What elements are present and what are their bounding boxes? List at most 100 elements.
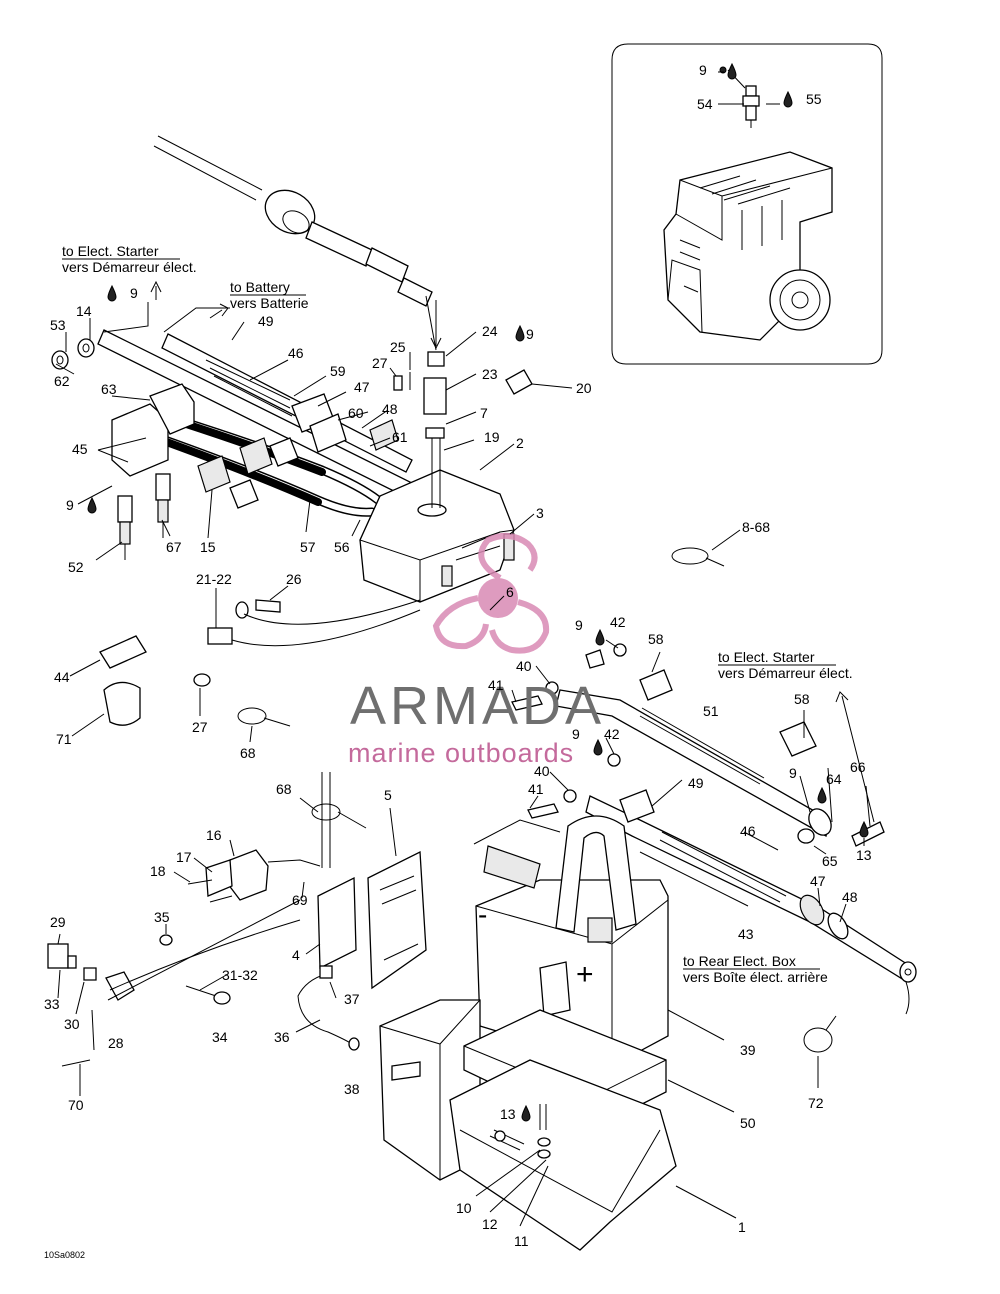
lubricant-drop-icon [817, 786, 827, 804]
callout-61: 61 [392, 429, 408, 445]
callout-54: 54 [697, 96, 713, 112]
callout-70: 70 [68, 1097, 84, 1113]
callout-23: 23 [482, 366, 498, 382]
callout-46: 46 [288, 345, 304, 361]
direction-arrows [150, 280, 910, 1015]
callout-3: 3 [536, 505, 544, 521]
lubricant-drop-icon [107, 284, 117, 302]
callout-4: 4 [292, 947, 300, 963]
callout-48: 48 [382, 401, 398, 417]
callout-9: 9 [130, 285, 138, 301]
callout-17: 17 [176, 849, 192, 865]
callout-13: 13 [856, 847, 872, 863]
callout-43: 43 [738, 926, 754, 942]
callout-26: 26 [286, 571, 302, 587]
callout-67: 67 [166, 539, 182, 555]
callout-51: 51 [703, 703, 719, 719]
note-rear-box-fr: vers Boîte élect. arrière [683, 969, 828, 985]
callout-69: 69 [292, 892, 308, 908]
watermark-logo [432, 532, 550, 654]
temperature-sensor [719, 66, 760, 128]
callout-12: 12 [482, 1216, 498, 1232]
cable-assembly-top [153, 135, 433, 307]
callout-34: 34 [212, 1029, 228, 1045]
callout-60: 60 [348, 405, 364, 421]
callout-52: 52 [68, 559, 84, 575]
callout-24: 24 [482, 323, 498, 339]
callout-25: 25 [390, 339, 406, 355]
callout-42: 42 [610, 614, 626, 630]
callout-53: 53 [50, 317, 66, 333]
callout-64: 64 [826, 771, 842, 787]
callout-11: 11 [514, 1233, 529, 1249]
mounting-bracket [311, 772, 427, 990]
terminal-nut-and-washer [51, 338, 95, 370]
relay-connector-parts [47, 899, 301, 1067]
callout-63: 63 [101, 381, 117, 397]
callout-49: 49 [258, 313, 274, 329]
callout-59: 59 [330, 363, 346, 379]
callout-29: 29 [50, 914, 66, 930]
note-elect-starter-right-fr: vers Démarreur élect. [718, 665, 853, 681]
note-battery-en: to Battery [230, 279, 290, 295]
spark-plugs [117, 473, 171, 560]
callout-28: 28 [108, 1035, 124, 1051]
callout-27: 27 [192, 719, 208, 735]
tray-hardware [489, 1104, 551, 1159]
callout-49: 49 [688, 775, 704, 791]
cable-ties-right [671, 547, 837, 1053]
callout-9: 9 [699, 62, 707, 78]
callout-21-22: 21-22 [196, 571, 232, 587]
callout-37: 37 [344, 991, 360, 1007]
callout-42: 42 [604, 726, 620, 742]
callout-30: 30 [64, 1016, 80, 1032]
callout-10: 10 [456, 1200, 472, 1216]
callout-41: 41 [488, 677, 504, 693]
lubricant-drop-icon [783, 90, 793, 108]
callout-27: 27 [372, 355, 388, 371]
callout-66: 66 [850, 759, 866, 775]
callout-46: 46 [740, 823, 756, 839]
callout-58: 58 [794, 691, 810, 707]
callout-58: 58 [648, 631, 664, 647]
callout-31-32: 31-32 [222, 967, 258, 983]
note-elect-starter-top-fr: vers Démarreur élect. [62, 259, 197, 275]
callout-15: 15 [200, 539, 216, 555]
callout-14: 14 [76, 303, 92, 319]
note-battery-fr: vers Batterie [230, 295, 309, 311]
callout-68: 68 [240, 745, 256, 761]
callout-36: 36 [274, 1029, 290, 1045]
engine-block-illustration [663, 151, 833, 341]
lubricant-drop-icon [859, 820, 869, 838]
callout-55: 55 [806, 91, 822, 107]
battery-positive-symbol: + [576, 958, 594, 991]
lubricant-drop-icon [727, 62, 737, 80]
leader-lines [55, 71, 871, 1227]
callout-35: 35 [154, 909, 170, 925]
note-rear-box-en: to Rear Elect. Box [683, 953, 796, 969]
callout-40: 40 [534, 763, 550, 779]
callout-1: 1 [738, 1219, 746, 1235]
callout-5: 5 [384, 787, 392, 803]
engine-inset [611, 43, 883, 365]
callout-9: 9 [66, 497, 74, 513]
callout-71: 71 [56, 731, 72, 747]
battery-tray [379, 999, 677, 1251]
callout-45: 45 [72, 441, 88, 457]
lubricant-markers [87, 62, 869, 1122]
lubricant-drop-icon [595, 628, 605, 646]
callout-56: 56 [334, 539, 350, 555]
lubricant-drop-icon [515, 324, 525, 342]
callout-57: 57 [300, 539, 316, 555]
callout-33: 33 [44, 996, 60, 1012]
callout-16: 16 [206, 827, 222, 843]
callout-68: 68 [276, 781, 292, 797]
callout-6: 6 [506, 584, 514, 600]
callout-9: 9 [789, 765, 797, 781]
callout-18: 18 [150, 863, 166, 879]
starter-solenoid [187, 849, 321, 903]
ground-cable [297, 965, 360, 1051]
watermark-brand: ARMADA [350, 676, 605, 736]
callout-50: 50 [740, 1115, 756, 1131]
callout-7: 7 [480, 405, 488, 421]
